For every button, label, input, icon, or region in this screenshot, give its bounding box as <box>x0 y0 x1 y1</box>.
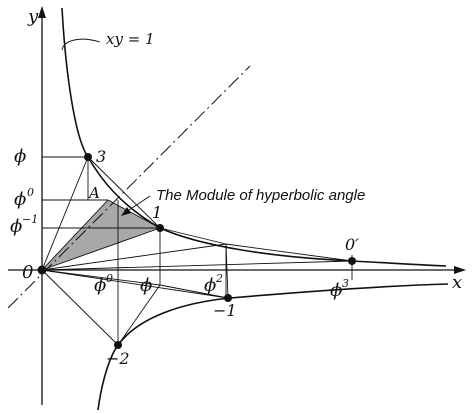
x-label-phi2-sup: 2 <box>215 272 223 285</box>
y-label-phi: ϕ <box>14 146 26 167</box>
label-point-A: A <box>87 184 100 202</box>
chord-phi2-0prime <box>225 243 353 262</box>
y-label-phi-neg1: ϕ <box>10 216 22 237</box>
x-label-phi3-sup: 3 <box>342 277 349 290</box>
ray-to-0prime <box>41 260 353 271</box>
x-label-phi0-sup: 0 <box>106 272 113 285</box>
x-axis-arrow <box>454 266 466 274</box>
curve-label: xy = 1 <box>106 30 155 48</box>
ray-to-neg2 <box>41 269 119 346</box>
x-label-phi3: ϕ <box>330 280 342 301</box>
ray-to-1 <box>41 227 161 271</box>
chord-phi-neg1 <box>159 284 229 299</box>
y-axis-arrow <box>38 6 46 18</box>
point-neg2 <box>114 341 122 349</box>
chord-A-1 <box>107 199 161 229</box>
origin-label: 0 <box>22 262 33 283</box>
chord-1-phi2 <box>159 227 227 245</box>
point-0prime <box>348 257 356 265</box>
chord-3-1 <box>87 156 161 229</box>
ray-to-A <box>41 199 109 271</box>
point-neg1 <box>224 294 232 302</box>
label-point-neg1: −1 <box>213 301 237 320</box>
label-point-3: 3 <box>96 147 106 166</box>
x-axis-label: x <box>452 272 462 293</box>
label-point-1: 1 <box>152 203 162 222</box>
caption-arrow-line <box>125 195 151 213</box>
x-label-phi2: ϕ <box>204 275 216 296</box>
point-1 <box>156 224 164 232</box>
chord-neg2-phi <box>117 284 161 346</box>
caption-arrowhead <box>121 207 131 216</box>
point-3 <box>84 153 92 161</box>
hyperbolic-angle-caption: The Module of hyperbolic angle <box>156 187 365 204</box>
shaded-sector <box>42 200 160 270</box>
ray-to-neg1 <box>41 269 229 299</box>
ray-to-phi <box>41 269 161 286</box>
y-label-phi0: ϕ <box>14 189 26 210</box>
y-label-phi0-sup: 0 <box>27 186 34 199</box>
y-axis-label: y <box>27 6 39 27</box>
point-origin <box>37 265 47 275</box>
x-label-phi0: ϕ <box>94 275 106 296</box>
curve-label-leader <box>61 38 101 51</box>
label-point-0prime: 0′ <box>345 235 359 254</box>
hyperbola-lower-branch <box>97 283 449 411</box>
ray-to-phi2-level <box>41 243 227 271</box>
label-point-neg2: −2 <box>106 349 130 368</box>
ray-to-3 <box>41 156 89 271</box>
x-label-phi: ϕ <box>140 275 152 296</box>
y-label-phi-neg1-sup: −1 <box>22 213 38 226</box>
